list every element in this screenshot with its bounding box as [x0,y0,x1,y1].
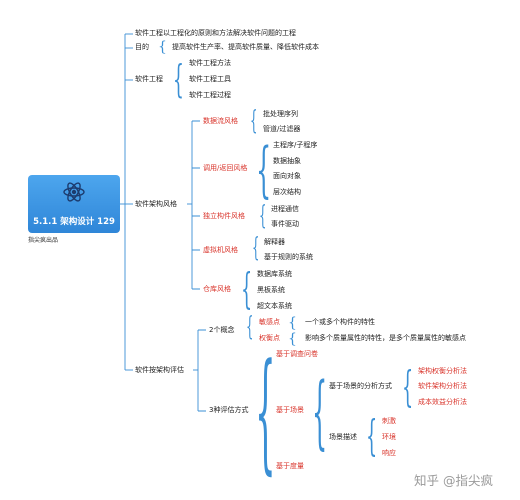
root-subtitle: 指尖疯出品 [28,237,59,244]
node-tradeoff-desc[interactable]: 影响多个质量属性的特性，是多个质量属性的敏感点 [305,334,466,342]
node-repo[interactable]: 仓库风格 [203,285,231,293]
brace-icon: { [252,233,260,263]
brace-icon: { [366,411,378,460]
brace-icon: { [255,335,276,487]
atom-icon [63,182,85,202]
node-process-comm[interactable]: 进程通信 [271,205,299,213]
node-batch[interactable]: 批处理序列 [263,110,298,118]
node-se-method[interactable]: 软件工程方法 [189,59,231,67]
node-independent[interactable]: 独立构件风格 [203,212,245,220]
node-scenario-desc[interactable]: 场景描述 [329,433,357,441]
brace-icon: { [241,264,253,313]
node-atam[interactable]: 架构权衡分析法 [418,367,467,375]
node-styles[interactable]: 软件架构风格 [135,200,177,208]
brace-icon: { [158,39,167,55]
node-response[interactable]: 响应 [382,449,396,457]
node-abstraction[interactable]: 数据抽象 [273,157,301,165]
node-rulebased[interactable]: 基于规则的系统 [264,253,313,261]
node-tradeoff[interactable]: 权衡点 [259,334,280,342]
node-se-tool[interactable]: 软件工程工具 [189,75,231,83]
node-stimulus[interactable]: 刺激 [382,417,396,425]
brace-icon: { [246,312,254,342]
node-purpose-text[interactable]: 提高软件生产率、提高软件质量、降低软件成本 [172,43,319,51]
node-cbam[interactable]: 成本效益分析法 [418,398,467,406]
node-three-methods[interactable]: 3种评估方式 [209,406,249,414]
brace-icon: { [256,135,272,205]
root-node[interactable]: 5.1.1 架构设计 129 [28,175,120,233]
node-se-process[interactable]: 软件工程过程 [189,91,231,99]
brace-icon: { [288,331,297,347]
node-blackboard[interactable]: 黑板系统 [257,286,285,294]
node-metrics[interactable]: 基于度量 [276,462,304,470]
node-layered[interactable]: 层次结构 [273,188,301,196]
brace-icon: { [312,365,328,458]
brace-icon: { [402,362,414,411]
node-sensitive[interactable]: 敏感点 [259,318,280,326]
brace-icon: { [250,106,258,136]
node-hypertext[interactable]: 超文本系统 [257,302,292,310]
node-mainsub[interactable]: 主程序/子程序 [273,141,318,149]
node-vm[interactable]: 虚拟机风格 [203,246,238,254]
node-saam[interactable]: 软件架构分析法 [418,382,467,390]
node-pipe[interactable]: 管道/过滤器 [263,125,301,133]
root-title: 5.1.1 架构设计 129 [33,217,115,227]
node-sensitive-desc[interactable]: 一个或多个构件的特性 [305,318,375,326]
node-interpreter[interactable]: 解释器 [264,238,285,246]
node-callreturn[interactable]: 调用/返回风格 [203,164,248,172]
node-database[interactable]: 数据库系统 [257,270,292,278]
brace-icon: { [259,201,267,231]
node-definition[interactable]: 软件工程以工程化的原则和方法解决软件问题的工程 [135,29,296,37]
node-scenario[interactable]: 基于场景 [276,406,304,414]
brace-icon: { [173,57,184,101]
brace-icon: { [288,315,297,331]
watermark: 知乎 @指尖疯 [414,473,493,488]
node-oo[interactable]: 面向对象 [273,172,301,180]
node-eval[interactable]: 软件按架构评估 [135,366,184,374]
node-environment[interactable]: 环境 [382,433,396,441]
node-se[interactable]: 软件工程 [135,75,163,83]
node-event[interactable]: 事件驱动 [271,220,299,228]
node-purpose[interactable]: 目的 [135,43,149,51]
node-survey[interactable]: 基于调查问卷 [276,350,318,358]
node-scenario-analysis[interactable]: 基于场景的分析方式 [329,382,392,390]
node-two-concepts[interactable]: 2个概念 [209,326,235,334]
node-dataflow[interactable]: 数据流风格 [203,117,238,125]
